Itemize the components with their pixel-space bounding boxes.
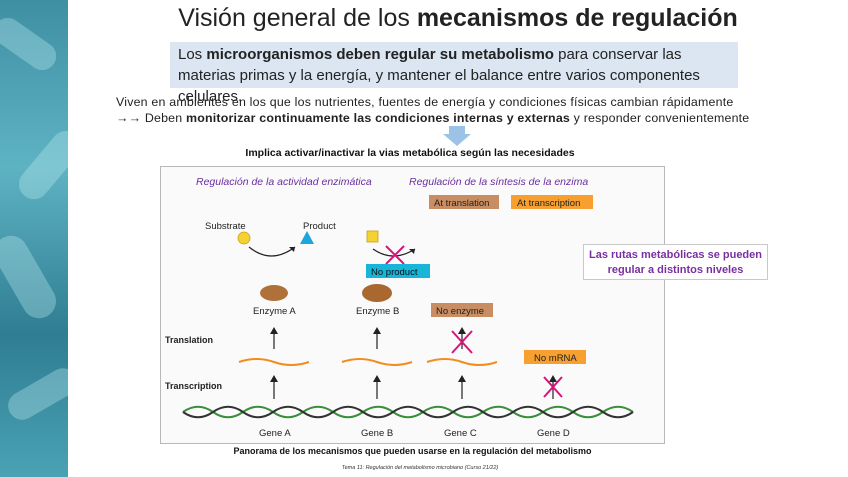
body-line-1: Viven en ambientes en los que los nutrie… xyxy=(116,95,734,109)
mrna-c xyxy=(426,358,498,366)
tag-translation: At translation xyxy=(434,198,489,209)
transcription-arrow-b xyxy=(373,375,381,382)
heading-enzyme-synthesis: Regulación de la síntesis de la enzima xyxy=(409,176,588,188)
gene-b-label: Gene B xyxy=(361,428,393,439)
reaction-arrow-a xyxy=(248,246,296,257)
no-mrna-box xyxy=(524,350,586,364)
no-mrna-label: No mRNA xyxy=(534,353,577,364)
regulation-diagram: Regulación de la actividad enzimática Re… xyxy=(165,176,634,439)
translation-arrow-c xyxy=(458,327,466,334)
down-arrow-icon xyxy=(443,126,471,146)
dna-helix xyxy=(182,405,634,419)
tag-translation-box xyxy=(429,195,499,209)
translation-arrow-a xyxy=(270,327,278,334)
transcription-arrow-d xyxy=(549,375,557,382)
row-label-translation: Translation xyxy=(165,335,213,345)
row-label-transcription: Transcription xyxy=(165,381,222,391)
slide-footer: Tema 11: Regulación del metabolismo micr… xyxy=(341,465,499,471)
enzyme-a-label: Enzyme A xyxy=(253,306,296,317)
figure-caption: Panorama de los mecanismos que pueden us… xyxy=(233,446,592,456)
no-enzyme-label: No enzyme xyxy=(436,306,484,317)
definition-callout: Los microorganismos deben regular su met… xyxy=(170,42,738,105)
tag-transcription-box xyxy=(511,195,593,209)
note-line-1: Las rutas metabólicas se pueden xyxy=(588,249,762,261)
no-enzyme-box xyxy=(431,303,493,317)
no-product-label: No product xyxy=(371,267,418,278)
levels-note: Las rutas metabólicas se pueden regular … xyxy=(583,244,768,280)
no-product-box xyxy=(366,264,430,278)
transcription-arrow-a xyxy=(270,375,278,382)
translation-arrow-b xyxy=(373,327,381,334)
substrate-icon xyxy=(237,231,251,245)
enzyme-a-icon xyxy=(260,285,288,301)
slide-title: Visión general de los mecanismos de regu… xyxy=(178,4,738,32)
note-line-2: regular a distintos niveles xyxy=(607,264,744,276)
regulation-figure: Regulación de la actividad enzimática Re… xyxy=(160,166,665,444)
body-line-2: →→ Deben monitorizar continuamente las c… xyxy=(116,111,750,125)
enzyme-b-icon xyxy=(362,284,392,302)
heading-enzyme-activity: Regulación de la actividad enzimática xyxy=(196,176,372,188)
tag-transcription: At transcription xyxy=(517,198,580,209)
substrate-label: Substrate xyxy=(205,221,246,232)
product-icon xyxy=(300,231,314,244)
transcription-arrow-c xyxy=(458,375,466,382)
context-paragraph: Viven en ambientes en los que los nutrie… xyxy=(116,94,806,126)
decorative-bacteria-panel xyxy=(0,0,68,477)
implication-text: Implica activar/inactivar la vias metabó… xyxy=(245,147,575,159)
substrate-b-icon xyxy=(366,230,379,243)
gene-d-label: Gene D xyxy=(537,428,570,439)
gene-c-label: Gene C xyxy=(444,428,477,439)
product-label: Product xyxy=(303,221,336,232)
mrna-a xyxy=(238,358,310,366)
enzyme-b-label: Enzyme B xyxy=(356,306,399,317)
gene-a-label: Gene A xyxy=(259,428,291,439)
mrna-b xyxy=(341,358,413,366)
